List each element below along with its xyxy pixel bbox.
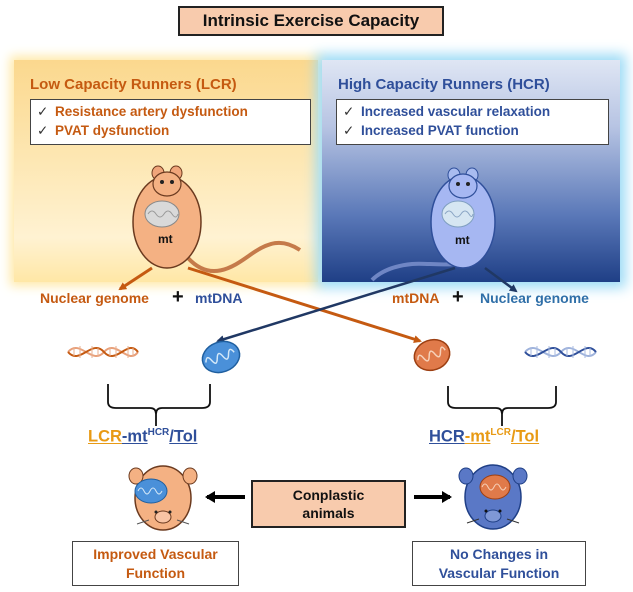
check-icon: ✓ — [37, 123, 49, 138]
hcr-conplastic-strain-label: HCR-mtLCR/Tol — [429, 427, 539, 447]
hcr-finding: ✓ Increased vascular relaxation — [343, 102, 602, 121]
diagram-title: Intrinsic Exercise Capacity — [178, 6, 444, 36]
lcr-findings-box: ✓ Resistance artery dysfunction ✓ PVAT dys… — [30, 99, 311, 145]
dna-helix-icon — [67, 346, 139, 358]
lcr-rat-icon — [132, 165, 302, 273]
conplastic-hcr-rat-icon — [458, 464, 528, 530]
left-plus-sign: + — [172, 286, 184, 308]
strain-mt-text: -mt — [121, 427, 148, 446]
check-icon: ✓ — [37, 104, 49, 119]
strain-sup-text: HCR — [147, 427, 170, 438]
strain-lcr-text: LCR — [88, 427, 122, 446]
hcr-mtdna-arrow — [216, 266, 456, 344]
lcr-finding: ✓ Resistance artery dysfunction — [37, 102, 304, 121]
lcr-conplastic-strain-label: LCR-mtHCR/Tol — [88, 427, 197, 447]
left-mtdna-label: mtDNA — [195, 290, 243, 306]
hcr-finding-text: Increased PVAT function — [361, 123, 519, 138]
strain-hcr-text: HCR — [429, 427, 465, 446]
hcr-panel-title: High Capacity Runners (HCR) — [338, 76, 550, 93]
hcr-findings-box: ✓ Increased vascular relaxation ✓ Increase… — [336, 99, 609, 145]
hcr-finding: ✓ Increased PVAT function — [343, 121, 602, 140]
hcr-rat-icon — [370, 167, 496, 282]
mitochondrion-icon — [201, 340, 241, 374]
left-bracket — [107, 384, 211, 426]
left-nuclear-genome-label: Nuclear genome — [40, 290, 149, 306]
lcr-panel-title: Low Capacity Runners (LCR) — [30, 76, 237, 93]
right-nuclear-genome-label: Nuclear genome — [480, 290, 589, 306]
right-mtdna-label: mtDNA — [392, 290, 440, 306]
hcr-finding-text: Increased vascular relaxation — [361, 104, 551, 119]
lcr-finding: ✓ PVAT dysfunction — [37, 121, 304, 140]
check-icon: ✓ — [343, 123, 355, 138]
hcr-to-nuclear-arrow — [484, 266, 518, 293]
lcr-rat-mt-label: mt — [158, 232, 173, 246]
strain-mt-text: -mt — [464, 427, 491, 446]
lcr-to-nuclear-arrow — [118, 266, 153, 291]
strain-sup-text: LCR — [490, 427, 511, 438]
mitochondrion-icon — [413, 338, 451, 372]
lcr-mtdna-arrow — [187, 266, 422, 344]
right-bracket — [447, 386, 557, 426]
check-icon: ✓ — [343, 104, 355, 119]
lcr-finding-text: PVAT dysfunction — [55, 123, 170, 138]
dna-helix-icon — [524, 346, 597, 358]
right-plus-sign: + — [452, 286, 464, 308]
strain-tol-text: /Tol — [510, 427, 540, 446]
lcr-finding-text: Resistance artery dysfunction — [55, 104, 248, 119]
strain-tol-text: /Tol — [169, 427, 198, 446]
hcr-rat-mt-label: mt — [455, 233, 470, 247]
conplastic-lcr-rat-icon — [128, 465, 198, 531]
